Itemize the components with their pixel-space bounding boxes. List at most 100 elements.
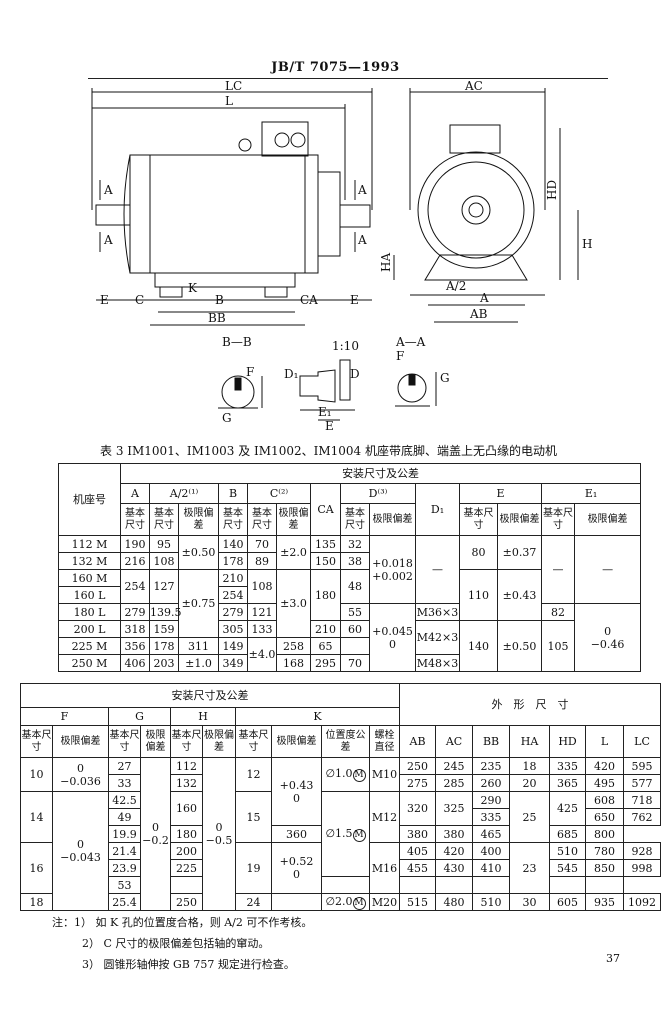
mmc-symbol-icon: M [352,896,366,910]
label-f-1: F [246,365,254,379]
label-section-a-4: A [357,233,367,247]
label-ha: HA [379,253,393,272]
label-a-half: A/2 [445,279,466,293]
k-dev: 极限偏差 [271,725,322,758]
label-ab: AB [469,307,488,321]
label-lc: LC [225,80,242,93]
table-row: 160 M 254 127 ±0.75 210 108 ±3.0 180 48 … [58,569,641,638]
col-a: A [120,483,150,504]
col-ac: AC [435,725,474,758]
footnotes: 注：1） 如 K 孔的位置度合格，则 A/2 可不作考核。 2） C 尺寸的极限… [52,912,312,975]
col-e: E [459,483,542,504]
col-d1: D₁ [415,483,460,536]
col-ab: AB [399,725,437,758]
col-f: F [20,707,109,726]
mmc-symbol-icon: M [352,828,366,842]
label-g-1: G [222,411,232,425]
label-e-shaft: E [325,419,334,433]
table-caption: 表 3 IM1001、IM1003 及 IM1002、IM1004 机座带底脚、… [100,444,557,458]
col-d: D⁽³⁾ [340,483,416,504]
table-row: 200 L 318 159 305 133 210 60 M42×3 140 ±… [58,620,641,672]
h-dev: 极限偏差 [202,725,236,758]
g-dev: 极限偏差 [140,725,171,758]
table-row: 19.9 180 360 380 380 465 685 800 [21,825,661,843]
page-number: 37 [606,952,620,965]
label-section-aa: A—A [395,335,426,349]
col-g: G [108,707,171,726]
standard-number: JB/T 7075—1993 [271,60,400,75]
col-b: B [218,483,248,504]
note-1: 注：1） 如 K 孔的位置度合格，则 A/2 可不作考核。 [52,916,313,929]
t2-group-header: 安装尺寸及公差 [19,683,401,708]
col-ca: CA [310,483,341,536]
b-basic: 基本尺寸 [218,503,248,536]
f-dev: 极限偏差 [52,725,109,758]
k-bolt: 螺栓直径 [368,725,401,758]
table-row: 23.9 225 455 430 410 545 850 998 [21,859,662,877]
c-basic: 基本尺寸 [247,503,277,536]
label-k: K [188,281,198,295]
mounting-dimensions-table-1: 机座号 安装尺寸及公差 A A/2⁽¹⁾ B C⁽²⁾ CA D⁽³⁾ D₁ E… [58,463,642,672]
d-basic: 基本尺寸 [340,503,370,536]
position-tol-2: ∅1.5 [325,826,353,840]
outline-header: 外 形 尺 寸 [399,683,662,726]
label-f-2: F [396,349,404,363]
label-g-2: G [440,371,450,385]
label-e-left: E [100,293,109,307]
label-e1: E₁ [318,405,332,419]
label-section-a-2: A [103,233,113,247]
position-tol-1: ∅1.0 [325,767,353,780]
e1-basic: 基本尺寸 [541,503,575,536]
label-hd: HD [545,180,559,200]
label-e-right: E [350,293,359,307]
col-k: K [234,707,401,726]
table-row: 250 M 406 203 ±1.0 349 168 295 70 M48×3 [58,654,641,672]
label-section-a-1: A [103,183,113,197]
label-a: A [479,291,489,305]
label-bb: BB [208,311,226,325]
col-lc: LC [623,725,662,758]
col-e1: E₁ [540,483,642,504]
a2-dev: 极限偏差 [178,503,219,536]
label-l: L [225,94,233,108]
table-row: 132 M 216 108 178 89 150 38 [58,552,641,570]
note-2: 2） C 尺寸的极限偏差包括轴的窜动。 [82,937,270,950]
col-l: L [585,725,625,758]
frame-no-header: 机座号 [58,463,121,536]
e-dev: 极限偏差 [497,503,542,536]
k-position: 位置度公差 [321,725,370,758]
a-basic: 基本尺寸 [120,503,150,536]
t1-group-header: 安装尺寸及公差 [119,463,642,484]
a2-basic: 基本尺寸 [149,503,179,536]
col-ha: HA [509,725,551,758]
table-row: 16 21.4 200 19 +0.52 0 M16 405 420 400 2… [20,842,662,894]
note-3: 3） 圆锥形轴伸按 GB 757 规定进行检查。 [82,958,295,971]
label-c: C [135,293,144,307]
motor-drawing: LC L AC A A A A K E C B CA E BB HD H HA … [91,80,592,433]
d-dev: 极限偏差 [369,503,416,536]
col-h: H [170,707,236,726]
col-a2: A/2⁽¹⁾ [149,483,219,504]
label-section-a-3: A [357,183,367,197]
position-tol-3: ∅2.0 [325,894,353,908]
label-taper: 1:10 [332,339,359,353]
table-row: 112 M 190 95 ±0.50 140 70 ±2.0 135 32 +0… [58,535,642,604]
col-bb: BB [472,725,511,758]
header-rule [88,78,608,79]
table-row: 180 L 279 139.5 279 121 55 +0.045 0 M36×… [58,603,642,672]
col-hd: HD [549,725,587,758]
label-ac: AC [464,80,483,93]
label-section-bb: B—B [222,335,252,349]
e1-dev: 极限偏差 [573,503,642,536]
h-basic: 基本尺寸 [170,725,203,758]
col-c: C⁽²⁾ [247,483,311,504]
label-h: H [582,237,592,251]
f-basic: 基本尺寸 [20,725,53,758]
e-basic: 基本尺寸 [459,503,498,536]
g-basic: 基本尺寸 [108,725,141,758]
k-basic: 基本尺寸 [235,725,272,758]
c-dev: 极限偏差 [276,503,311,536]
label-d: D [350,367,360,381]
